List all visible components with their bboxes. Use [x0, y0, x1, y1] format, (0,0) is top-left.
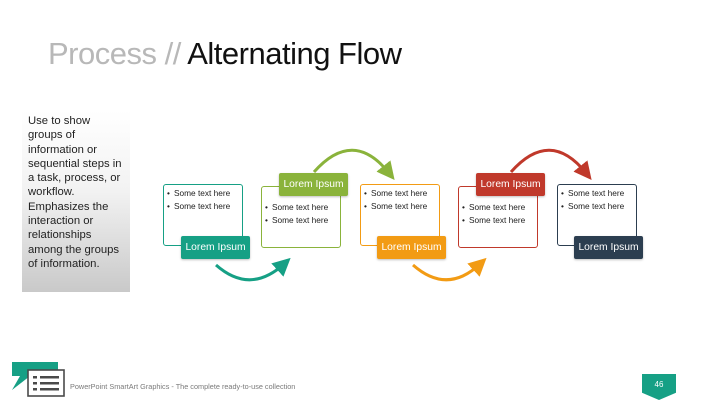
description-box: Use to show groups of information or seq…	[22, 110, 130, 292]
step-3-bullet-1: Some text here	[363, 187, 439, 200]
arrow-4	[509, 148, 592, 181]
step-2-label: Lorem Ipsum	[279, 173, 348, 196]
arrow-2	[312, 148, 395, 181]
footer-text: PowerPoint SmartArt Graphics - The compl…	[70, 382, 296, 391]
step-1-label: Lorem Ipsum	[181, 236, 250, 259]
arrow-3	[412, 257, 487, 282]
step-3-bullet-2: Some text here	[363, 200, 439, 213]
step-4-card: Some text here Some text here	[458, 186, 538, 248]
step-1-bullet-1: Some text here	[166, 187, 242, 200]
step-1-card: Some text here Some text here	[163, 184, 243, 246]
arrow-1	[215, 257, 291, 282]
title-prefix: Process //	[48, 36, 181, 71]
step-4-label: Lorem Ipsum	[476, 173, 545, 196]
step-4-bullet-1: Some text here	[461, 201, 537, 214]
slide-title: Process // Alternating Flow	[48, 36, 402, 72]
step-1-bullet-2: Some text here	[166, 200, 242, 213]
step-5-bullet-2: Some text here	[560, 200, 636, 213]
step-2-bullet-2: Some text here	[264, 214, 340, 227]
slide-list-icon	[12, 362, 65, 397]
step-5-card: Some text here Some text here	[557, 184, 637, 246]
step-2-card: Some text here Some text here	[261, 186, 341, 248]
step-3-card: Some text here Some text here	[360, 184, 440, 246]
step-5-label: Lorem Ipsum	[574, 236, 643, 259]
step-4-bullet-2: Some text here	[461, 214, 537, 227]
step-5-bullet-1: Some text here	[560, 187, 636, 200]
step-2-bullet-1: Some text here	[264, 201, 340, 214]
title-main: Alternating Flow	[187, 36, 402, 71]
step-3-label: Lorem Ipsum	[377, 236, 446, 259]
